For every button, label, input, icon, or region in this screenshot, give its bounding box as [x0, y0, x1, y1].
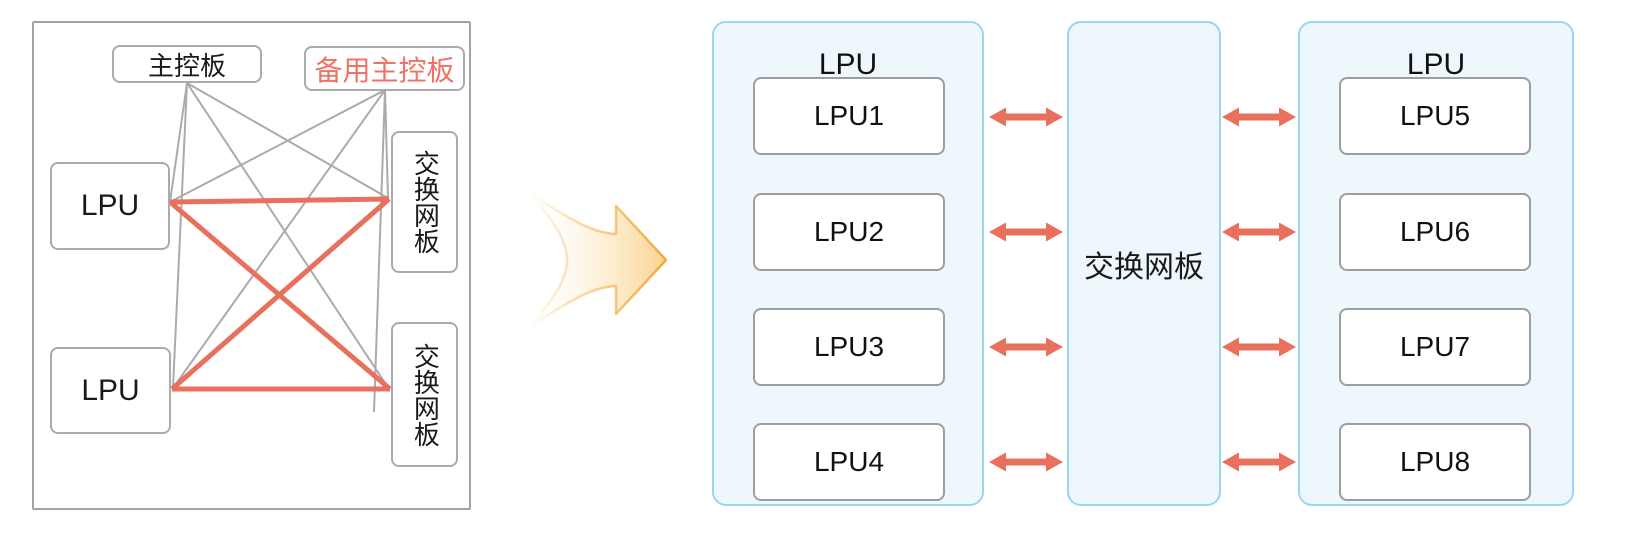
- legacy-lpu-bottom-label: LPU: [81, 373, 140, 407]
- lpu2-card: LPU2: [753, 193, 945, 271]
- bidirectional-arrow-icon: [989, 452, 1063, 472]
- legacy-lpu-top-box: LPU: [50, 162, 170, 250]
- main-control-board-label: 主控板: [147, 50, 226, 81]
- transform-arrow-icon: [528, 192, 668, 328]
- backup-control-board-label: 备用主控板: [314, 54, 455, 86]
- main-control-board-box: 主控板: [112, 45, 262, 83]
- control-links: [169, 82, 390, 413]
- bidirectional-arrow-icon: [1222, 107, 1296, 127]
- legacy-switch-fabric-bottom-box: 交换网板: [391, 322, 458, 467]
- lpu-group-left-title: LPU: [818, 48, 878, 81]
- legacy-switch-fabric-top-box: 交换网板: [391, 131, 458, 273]
- legacy-lpu-bottom-box: LPU: [50, 347, 171, 434]
- lpu4-card: LPU4: [753, 423, 945, 501]
- bidirectional-arrow-icon: [1222, 452, 1296, 472]
- lpu1-card: LPU1: [753, 77, 945, 155]
- switch-fabric-panel: 交换网板: [1067, 21, 1221, 506]
- legacy-connection-lines: [168, 82, 392, 413]
- bidirectional-arrow-icon: [989, 107, 1063, 127]
- legacy-lpu-top-label: LPU: [80, 189, 140, 222]
- bidirectional-arrow-icon: [989, 222, 1063, 242]
- lpu7-card: LPU7: [1339, 308, 1531, 386]
- legacy-switch-fabric-bottom-label: 交换网板: [410, 342, 441, 447]
- bidirectional-arrow-icon: [1222, 222, 1296, 242]
- lpu5-card: LPU5: [1339, 77, 1531, 155]
- lpu3-card: LPU3: [753, 308, 945, 386]
- data-links: [168, 196, 392, 392]
- bidirectional-arrow-icon: [989, 337, 1063, 357]
- legacy-switch-fabric-top-label: 交换网板: [410, 150, 441, 254]
- lpu8-card: LPU8: [1339, 423, 1531, 501]
- chassis-frame: [32, 21, 471, 510]
- bidirectional-arrow-icon: [1222, 337, 1296, 357]
- lpu6-card: LPU6: [1339, 193, 1531, 271]
- lpu-group-right-title: LPU: [1406, 48, 1466, 81]
- backup-control-board-box: 备用主控板: [304, 46, 465, 91]
- switch-fabric-panel-label: 交换网板: [1084, 250, 1204, 284]
